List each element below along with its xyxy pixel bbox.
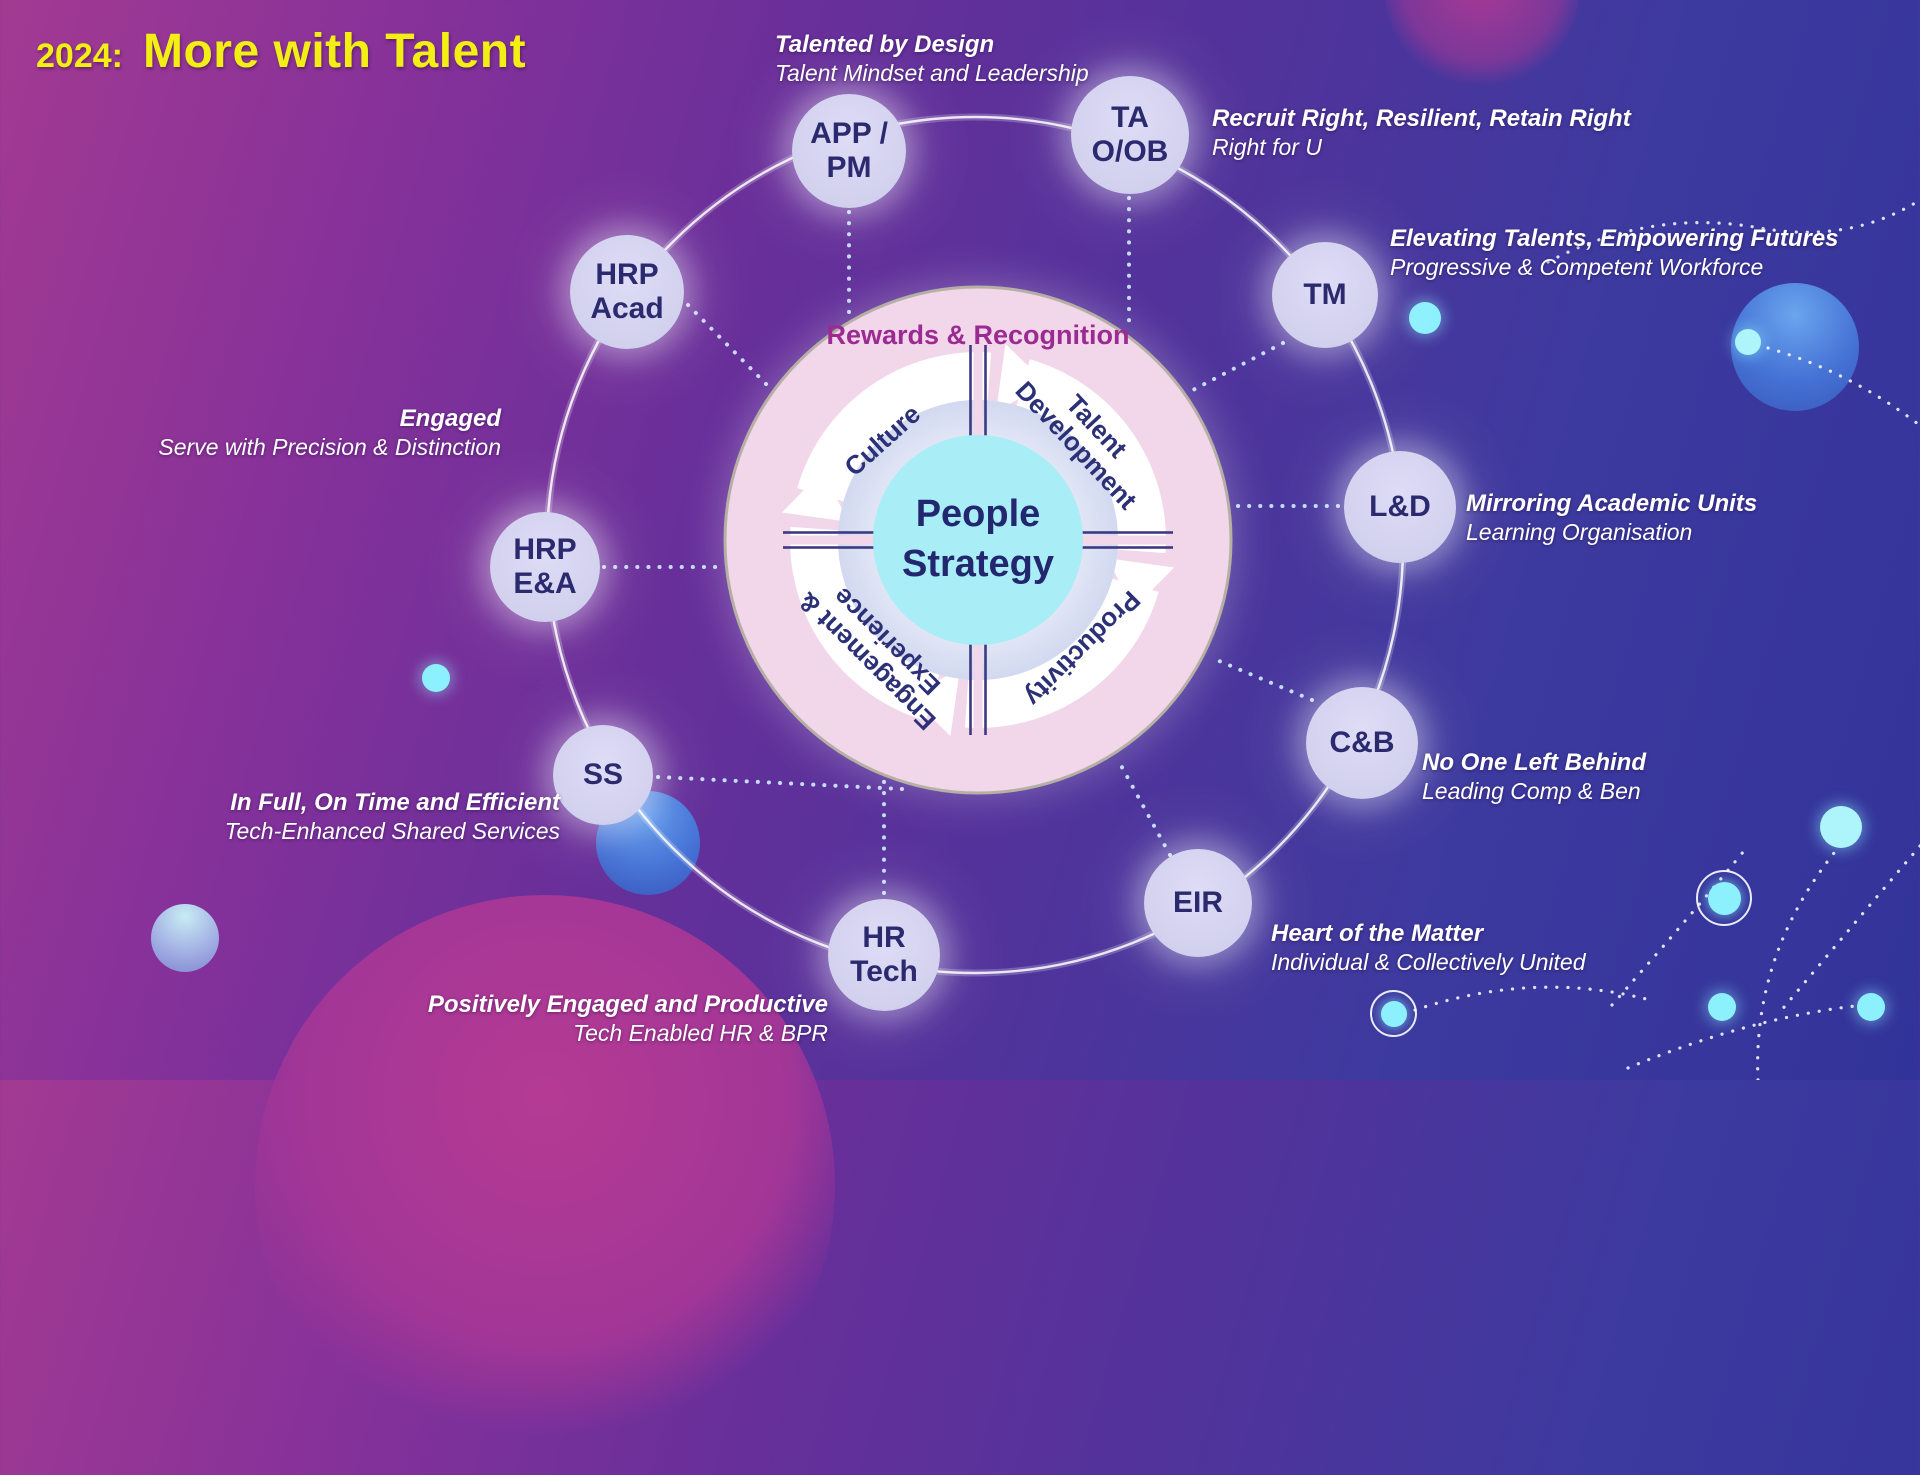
node-ld: L&D <box>1344 451 1456 563</box>
annotation-headline: Positively Engaged and Productive <box>427 991 828 1018</box>
annotation-headline: Elevating Talents, Empowering Futures <box>1390 225 1839 252</box>
node-label: TA <box>1111 101 1149 135</box>
hub-core-label: People Strategy <box>902 493 1054 585</box>
annotation-subline: Talent Mindset and Leadership <box>775 60 1089 87</box>
title-year: 2024: <box>36 37 123 75</box>
quadrant-dividers <box>783 345 1173 735</box>
decor-dot-bottom-right-1 <box>1708 993 1736 1021</box>
annotation-subline: Tech Enabled HR & BPR <box>573 1020 828 1047</box>
annotation-subline: Learning Organisation <box>1466 519 1693 546</box>
node-hrp-ea: HRP E&A <box>490 512 600 622</box>
page-title: 2024: More with Talent <box>36 24 526 79</box>
annotation-heart: Heart of the Matter Individual & Collect… <box>1271 919 1586 976</box>
node-label: TM <box>1303 278 1347 312</box>
annotation-headline: Engaged <box>399 405 501 432</box>
node-label: C&B <box>1329 726 1395 760</box>
hub-core-disc <box>873 435 1083 645</box>
hub-banner: Rewards & Recognition <box>826 320 1129 350</box>
annotation-headline: In Full, On Time and Efficient <box>230 789 560 816</box>
node-label: O/OB <box>1091 135 1169 168</box>
node-label: HR <box>862 921 906 955</box>
decor-ringed-dot-below-eir <box>1370 990 1417 1037</box>
svg-text:People: People <box>916 493 1041 535</box>
node-label: Tech <box>850 955 918 988</box>
node-hr-tech: HR Tech <box>828 899 940 1011</box>
dotted-decor-curves <box>1413 198 1920 1080</box>
decor-dot-on-sphere <box>1735 329 1761 355</box>
node-tm: TM <box>1272 242 1378 348</box>
annotation-headline: Heart of the Matter <box>1271 920 1484 947</box>
decor-dot-bottom-right-large <box>1820 806 1862 848</box>
annotation-elevating: Elevating Talents, Empowering Futures Pr… <box>1390 224 1839 281</box>
annotation-subline: Leading Comp & Ben <box>1422 778 1641 805</box>
annotation-talented: Talented by Design Talent Mindset and Le… <box>775 30 1089 87</box>
annotation-positively: Positively Engaged and Productive Tech E… <box>428 990 828 1047</box>
node-label: E&A <box>513 567 577 600</box>
node-label: EIR <box>1172 886 1223 920</box>
node-label: APP / <box>810 117 888 151</box>
annotation-engaged: Engaged Serve with Precision & Distincti… <box>158 404 501 461</box>
annotation-headline: Recruit Right, Resilient, Retain Right <box>1212 105 1631 132</box>
annotation-no-one: No One Left Behind Leading Comp & Ben <box>1422 748 1646 805</box>
dotted-connectors <box>602 196 1340 895</box>
node-label: L&D <box>1369 490 1431 524</box>
cycle-arrow-heads <box>781 343 1175 737</box>
node-label: Acad <box>590 292 664 325</box>
annotation-headline: No One Left Behind <box>1422 749 1646 776</box>
annotation-mirroring: Mirroring Academic Units Learning Organi… <box>1466 489 1757 546</box>
annotation-subline: Tech-Enhanced Shared Services <box>224 818 560 845</box>
decor-dot-left <box>422 664 450 692</box>
node-eir: EIR <box>1144 849 1252 957</box>
node-label: PM <box>826 151 872 184</box>
node-label: SS <box>582 758 624 792</box>
annotation-subline: Right for U <box>1212 134 1322 161</box>
node-hrp-acad: HRP Acad <box>570 235 684 349</box>
annotation-in-full: In Full, On Time and Efficient Tech-Enha… <box>225 788 560 845</box>
decor-dot-near-tm <box>1409 302 1441 334</box>
annotation-headline: Talented by Design <box>775 31 995 58</box>
title-text: More with Talent <box>142 25 527 78</box>
hub-diagram: Rewards & Recognition Culture Talent Dev… <box>723 285 1233 795</box>
annotation-subline: Progressive & Competent Workforce <box>1390 254 1764 281</box>
decor-ringed-dot-bottom-right <box>1696 870 1752 926</box>
node-ss: SS <box>553 725 653 825</box>
svg-text:Strategy: Strategy <box>902 543 1054 585</box>
node-ta-o-ob: TA O/OB <box>1071 76 1189 194</box>
node-label: HRP <box>595 258 659 292</box>
decor-dot <box>1707 881 1741 915</box>
annotation-headline: Mirroring Academic Units <box>1466 490 1758 517</box>
cycle-arrow-ring <box>790 352 1166 728</box>
annotation-subline: Individual & Collectively United <box>1271 949 1586 976</box>
decor-dot-bottom-right-2 <box>1857 993 1885 1021</box>
annotation-subline: Serve with Precision & Distinction <box>158 434 501 461</box>
annotation-recruit: Recruit Right, Resilient, Retain Right R… <box>1212 104 1631 161</box>
node-cb: C&B <box>1306 687 1418 799</box>
node-app-pm: APP / PM <box>792 94 906 208</box>
decor-sphere-bottom-left <box>151 904 219 972</box>
node-label: HRP <box>513 533 577 567</box>
decor-dot <box>1380 1000 1407 1027</box>
